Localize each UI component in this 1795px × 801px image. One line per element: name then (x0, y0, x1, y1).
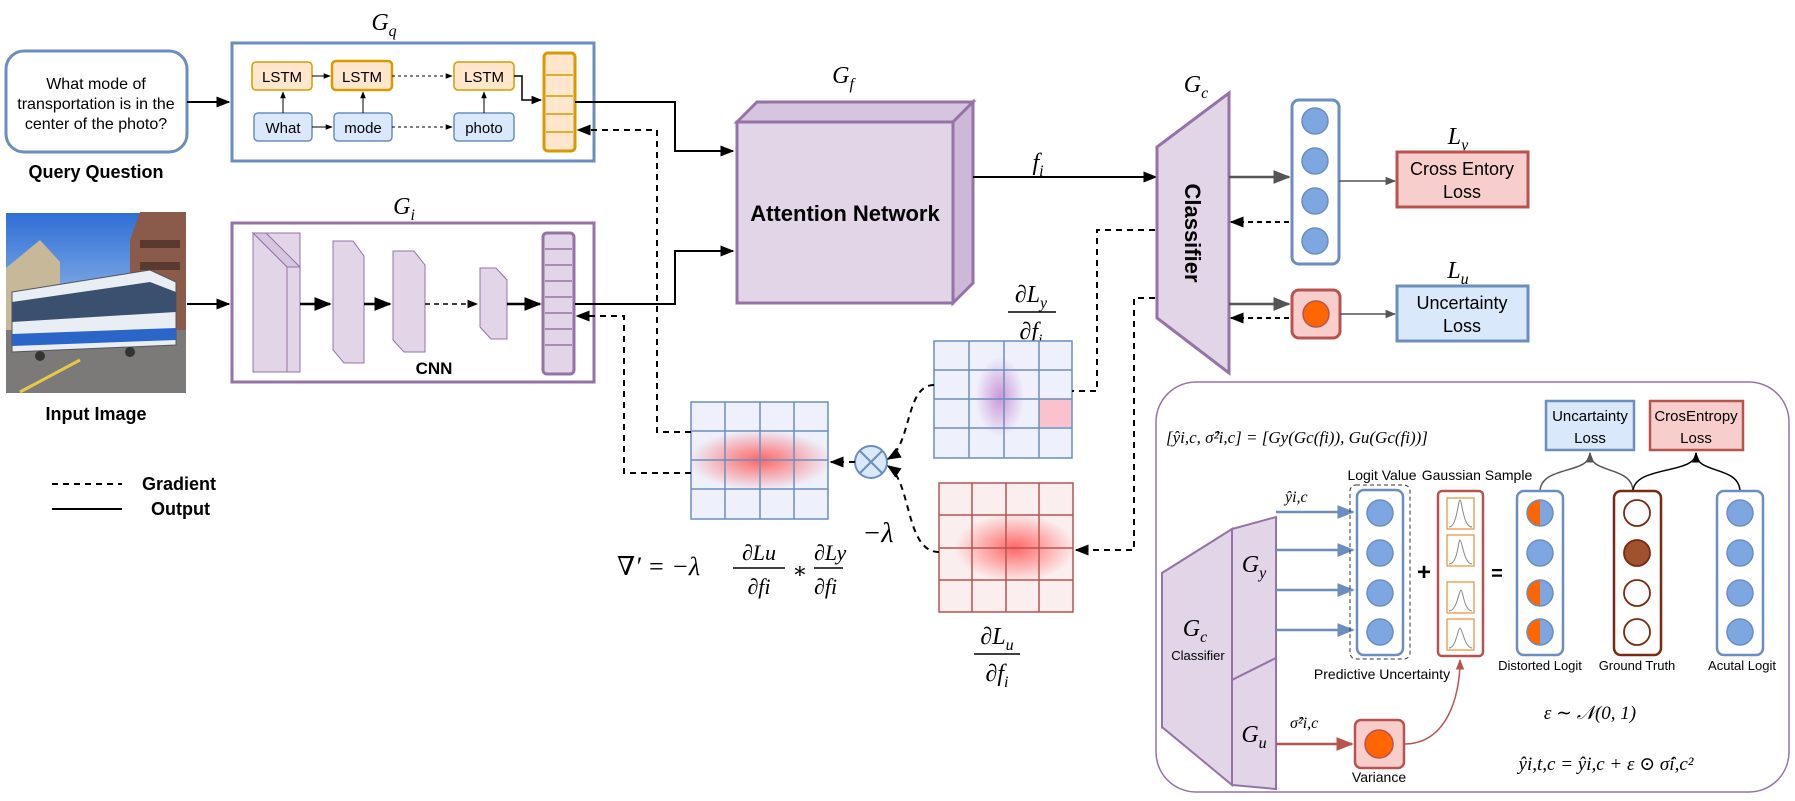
legend: Gradient Output (52, 474, 216, 519)
detail-uncertainty-loss-box (1544, 399, 1636, 452)
gradient-equation: ∇′ = −λ ∂Lu ∂fi ∗ ∂Ly ∂fi (617, 540, 846, 599)
detail-crossentropy-loss-box (1648, 399, 1745, 452)
nabla-f1-den: ∂fi (747, 574, 770, 599)
gf-title: Gf (832, 63, 856, 93)
detail-classifier-body (1161, 527, 1233, 788)
classifier-label: Classifier (1180, 183, 1205, 282)
gq-title: Gq (371, 10, 396, 40)
attention-network-label: Attention Network (750, 201, 940, 226)
sigma-label: σ̂²i,c (1290, 715, 1318, 732)
variance-circle (1364, 729, 1394, 759)
uncertainty-loss-box (1395, 284, 1530, 343)
nabla-times: ∗ (793, 558, 808, 583)
detail-gc-label: Gc (1183, 616, 1207, 646)
combined-gradient-grid (688, 401, 832, 520)
question-feature-vector (542, 51, 577, 153)
gaussian-sample-column (1436, 489, 1485, 658)
detail-equation: [ŷi,c, σ̂²i,c] = [Gy(Gc(fi)), Gu(Gc(fi))… (1166, 428, 1428, 447)
neg-lambda-label: −λ (862, 518, 893, 549)
actual-logit-label: Acutal Logit (1708, 658, 1776, 673)
lstm-label-1: LSTM (262, 69, 302, 86)
image-feature-vector (541, 231, 576, 376)
logit-dashed-group (1349, 484, 1411, 660)
attention-network-box (733, 98, 977, 307)
dly-num: ∂Ly (1015, 282, 1048, 312)
nabla-f2-den: ∂fi (814, 574, 837, 599)
cnn-label: CNN (416, 359, 453, 378)
legend-gradient-label: Gradient (142, 474, 216, 494)
query-line-1: What mode of (46, 76, 146, 93)
detail-uncertainty-loss-line-2: Loss (1574, 430, 1606, 447)
gu-label: Gu (1241, 722, 1266, 752)
nabla-f1-num: ∂Lu (742, 540, 776, 565)
detail-classifier-label: Classifier (1171, 648, 1225, 663)
query-label: Query Question (28, 162, 163, 182)
nabla-lhs: ∇′ = −λ (617, 552, 700, 581)
gy-head (1231, 515, 1277, 682)
uncertainty-output-circle (1302, 300, 1330, 328)
dlu-num: ∂Lu (980, 624, 1013, 654)
nabla-f2-num: ∂Ly (814, 540, 846, 565)
predictive-uncertainty-label: Predictive Uncertainty (1314, 666, 1450, 682)
lstm-label-2: LSTM (342, 69, 382, 86)
ground-truth-column (1612, 489, 1663, 657)
cross-entropy-loss-line-2: Loss (1443, 182, 1481, 202)
uncertainty-loss-line-2: Loss (1443, 316, 1481, 336)
actual-logit-column (1715, 489, 1765, 657)
cnn-layers (251, 231, 508, 373)
legend-output-label: Output (151, 499, 210, 519)
gq-box (230, 41, 596, 163)
yhat-label: ŷi,c (1283, 489, 1308, 506)
lu-title: Lu (1446, 258, 1468, 288)
word-label-3: photo (465, 120, 503, 137)
equals-sign: = (1491, 563, 1503, 585)
multiply-node (854, 445, 888, 479)
dly-gradient-grid (933, 340, 1073, 459)
ground-truth-label: Ground Truth (1599, 658, 1676, 673)
query-line-3: center of the photo? (25, 116, 167, 133)
lstm-label-3: LSTM (464, 69, 504, 86)
word-label-1: What (265, 120, 301, 137)
dlu-den: ∂fi (986, 661, 1009, 691)
gi-title: Gi (393, 194, 415, 224)
distorted-logit-column (1515, 489, 1565, 657)
detail-uncertainty-loss-line-1: Uncartainty (1552, 408, 1628, 425)
cross-entropy-loss-line-1: Cross Entory (1410, 159, 1514, 179)
logit-value-label: Logit Value (1347, 467, 1416, 483)
detail-crossentropy-loss-line-1: CrosEntropy (1654, 408, 1738, 425)
classifier-trapezoid (1155, 90, 1231, 377)
fi-label: fi (1032, 150, 1043, 180)
query-line-2: transportation is in the (17, 96, 175, 113)
query-question: What mode of transportation is in the ce… (4, 49, 189, 182)
word-label-2: mode (344, 120, 382, 137)
gy-label: Gy (1242, 552, 1267, 582)
cross-entropy-loss-box (1395, 150, 1530, 209)
logit-value-column (1355, 488, 1405, 657)
gaussian-sample-label: Gaussian Sample (1422, 467, 1533, 483)
yhat-equation: ŷi,t,c = ŷi,c + ε ⊙ σ̂i,c² (1517, 754, 1694, 775)
output-logits-column (1290, 98, 1341, 266)
gc-title: Gc (1184, 72, 1208, 102)
distorted-logit-label: Distorted Logit (1498, 658, 1582, 673)
uncertainty-loss-line-1: Uncertainty (1416, 293, 1507, 313)
input-image (6, 212, 186, 394)
ly-title: Ly (1447, 124, 1469, 154)
epsilon-equation: ε ∼ 𝒩(0, 1) (1544, 703, 1636, 724)
input-image-label: Input Image (45, 404, 146, 424)
detail-crossentropy-loss-line-2: Loss (1680, 430, 1712, 447)
plus-sign: + (1417, 559, 1431, 586)
variance-label: Variance (1352, 769, 1406, 785)
dlu-gradient-grid (938, 482, 1075, 613)
